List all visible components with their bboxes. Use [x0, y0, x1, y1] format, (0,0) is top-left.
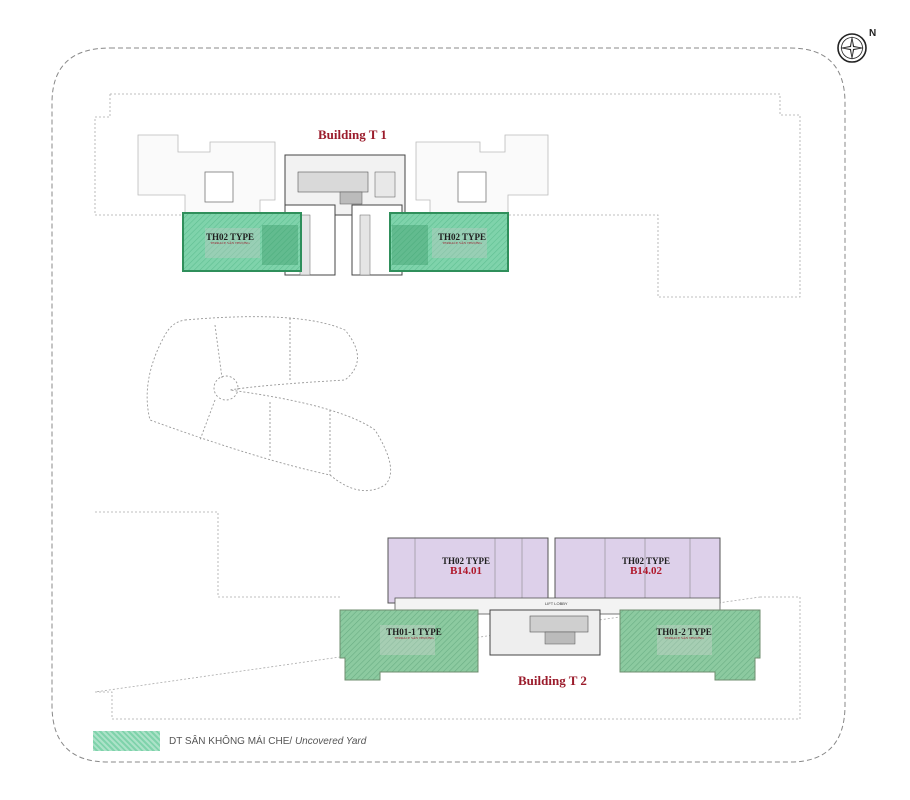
- legend-label-vi: DT SÂN KHÔNG MÁI CHE/: [169, 735, 293, 747]
- unit-label-th01-2: TH01-2 TYPE TERRACE SÂN THƯỢNG: [655, 627, 713, 641]
- landscape-pool: [146, 316, 392, 492]
- legend: DT SÂN KHÔNG MÁI CHE/ Uncovered Yard: [93, 731, 366, 751]
- unit-type: TH02 TYPE: [437, 232, 487, 242]
- unit-code: B14.02: [629, 565, 663, 578]
- unit-label-t1-right: TH02 TYPE TERRACE SÂN THƯỢNG: [437, 232, 487, 246]
- unit-label-b1402: TH02 TYPE B14.02: [620, 556, 672, 578]
- building-t1-title: Building T 1: [318, 127, 387, 142]
- unit-code: B14.01: [449, 565, 483, 578]
- unit-type: TH02 TYPE: [441, 556, 491, 566]
- unit-type: TH01-1 TYPE: [386, 627, 442, 637]
- legend-label-en: Uncovered Yard: [294, 735, 367, 747]
- unit-label-b1401: TH02 TYPE B14.01: [440, 556, 492, 578]
- north-label: N: [869, 28, 877, 39]
- compass-rose-icon: [836, 32, 868, 68]
- building-t2-plan: [339, 537, 761, 681]
- building-t2-title: Building T 2: [518, 673, 587, 688]
- legend-label: DT SÂN KHÔNG MÁI CHE/ Uncovered Yard: [169, 736, 366, 747]
- podium-outline-south: [94, 511, 801, 720]
- unit-label-t1-left: TH02 TYPE TERRACE SÂN THƯỢNG: [205, 232, 255, 246]
- unit-subtitle: TERRACE SÂN THƯỢNG: [210, 241, 250, 246]
- unit-subtitle: TERRACE SÂN THƯỢNG: [664, 636, 704, 641]
- unit-label-th01-1: TH01-1 TYPE TERRACE SÂN THƯỢNG: [385, 627, 443, 641]
- unit-type: TH02 TYPE: [621, 556, 671, 566]
- unit-subtitle: TERRACE SÂN THƯỢNG: [394, 636, 434, 641]
- legend-swatch-uncovered-yard: [93, 731, 160, 751]
- unit-subtitle: TERRACE SÂN THƯỢNG: [442, 241, 482, 246]
- lift-lobby-label: LIFT LOBBY: [545, 601, 568, 606]
- site-boundary: [51, 47, 846, 763]
- podium-outline-north: [94, 93, 801, 298]
- unit-type: TH01-2 TYPE: [656, 627, 712, 637]
- building-t1-plan: [137, 134, 549, 276]
- unit-type: TH02 TYPE: [205, 232, 255, 242]
